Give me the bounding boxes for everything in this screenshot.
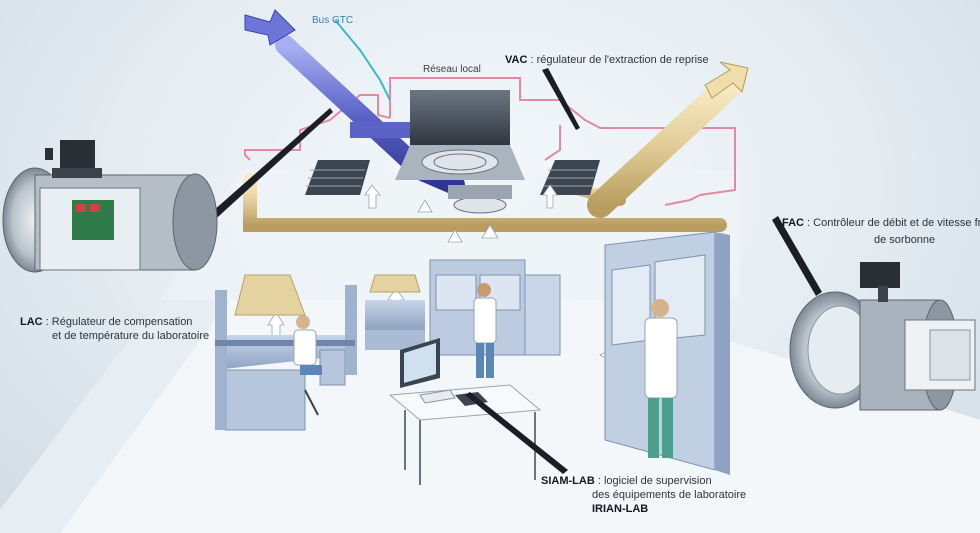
lab-technician-standing-front [644,299,678,458]
exhaust-duct-network [243,72,743,295]
lab-bench-center [365,300,425,350]
fac-description-1: : Contrôleur de débit et de vitesse fron… [807,217,980,229]
bus-gtc-label: Bus GTC [312,15,354,26]
siam-description-2: des équipements de laboratoire [592,489,747,501]
vac-description: : régulateur de l'extraction de reprise [527,54,709,66]
callout-pointers [180,68,822,474]
canopy-hood-left [234,274,421,316]
siam-description-3: IRIAN-LAB [592,503,649,515]
lac-description-1: : Régulateur de compensation [42,316,193,328]
lab-bench-left [215,285,357,431]
fac-code: FAC [782,217,804,229]
lab-technician-standing-back [473,283,497,378]
lab-technician-seated [293,315,322,416]
floor-shadow [0,300,230,533]
exhaust-air-arrow [704,61,749,99]
fac-device [789,262,976,411]
siam-label-line1: SIAM-LAB : logiciel de supervision [541,474,712,488]
siam-code: SIAM-LAB [541,475,595,487]
gtc-bus-cable [334,19,391,101]
fac-description-2: de sorbonne [874,234,936,246]
lac-label-line1: LAC : Régulateur de compensation [20,315,192,329]
vac-code: VAC [505,54,528,66]
fac-label-line1: FAC : Contrôleur de débit et de vitesse … [782,216,980,230]
local-network-label: Réseau local [423,64,481,75]
vac-label: VAC : régulateur de l'extraction de repr… [505,53,709,67]
lac-device [2,140,218,273]
ceiling-grilles [305,160,600,195]
supply-air-arrow [244,9,296,46]
lac-description-2: et de température du laboratoire [52,330,210,342]
air-handling-unit [395,90,525,214]
lac-code: LAC [20,316,43,328]
siam-description-1: : logiciel de supervision [594,475,712,487]
